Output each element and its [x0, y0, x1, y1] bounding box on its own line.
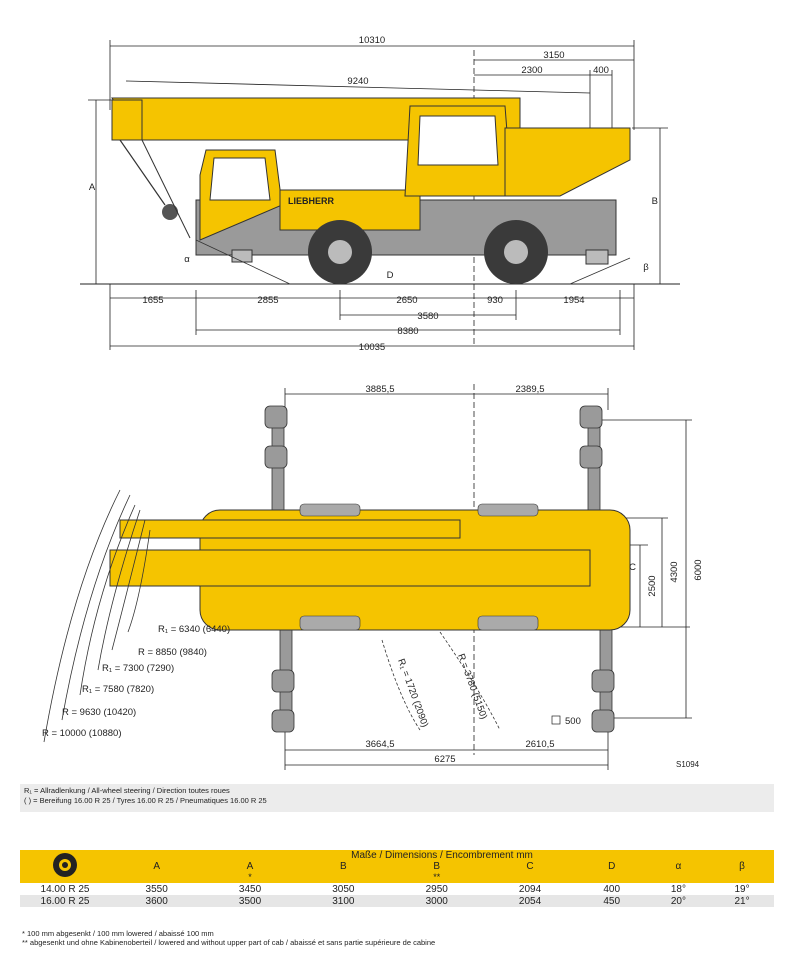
drawing-number: S1094 — [676, 760, 700, 769]
dim-2389: 2389,5 — [515, 384, 544, 395]
label-B: B — [652, 196, 658, 207]
label-beta: β — [643, 262, 649, 273]
dim-2650: 2650 — [396, 295, 417, 306]
col-header: A — [246, 861, 254, 872]
dim-2855: 2855 — [257, 295, 278, 306]
dim-boom-length: 9240 — [347, 76, 368, 87]
tyre-icon-cell — [20, 850, 110, 883]
table-row: 14.00 R 25 3550 3450 3050 2950 2094 400 … — [20, 883, 774, 895]
dim-6000: 6000 — [693, 559, 704, 580]
tyre-icon — [53, 853, 77, 877]
radius-r1-6340: R₁ = 6340 (6440) — [158, 624, 230, 635]
brand-label: LIEBHERR — [288, 196, 335, 206]
top-view-drawing: R₁ = 6340 (6440) R = 8850 (9840) R₁ = 73… — [42, 384, 704, 770]
dim-rear-overhang: 3150 — [543, 50, 564, 61]
dim-overall-length: 10310 — [359, 35, 385, 46]
dim-400: 400 — [593, 65, 609, 76]
dim-3580: 3580 — [417, 311, 438, 322]
radius-r1-7300: R₁ = 7300 (7290) — [102, 663, 174, 674]
dim-2610: 2610,5 — [525, 739, 554, 750]
label-D: D — [387, 270, 394, 281]
note-line: * 100 mm abgesenkt / 100 mm lowered / ab… — [22, 929, 214, 938]
dim-1655: 1655 — [142, 295, 163, 306]
dimensions-table: Maße / Dimensions / Encombrement mm A A*… — [20, 850, 774, 907]
radius-r-10000: R = 10000 (10880) — [42, 728, 122, 739]
label-A: A — [89, 182, 96, 193]
side-view-drawing: LIEBHERR 10310 9240 3150 2300 400 A B α … — [80, 35, 680, 353]
dim-6275: 6275 — [434, 754, 455, 765]
radius-r1-7580: R₁ = 7580 (7820) — [82, 684, 154, 695]
col-header: α — [675, 861, 682, 872]
dim-3664: 3664,5 — [365, 739, 394, 750]
col-header: A — [153, 861, 160, 872]
dim-4300: 4300 — [669, 561, 680, 582]
legend-line: R₁ = Allradlenkung / All-wheel steering … — [24, 786, 230, 795]
legend: R₁ = Allradlenkung / All-wheel steering … — [20, 784, 774, 812]
dim-slew-to-boom: 2300 — [521, 65, 542, 76]
dim-10035: 10035 — [359, 342, 385, 353]
radius-r-8850: R = 8850 (9840) — [138, 647, 207, 658]
legend-line: ( ) = Bereifung 16.00 R 25 / Tyres 16.00… — [24, 796, 267, 805]
label-C: C — [629, 562, 636, 573]
dim-2500: 2500 — [647, 575, 658, 596]
radius-r-3780: R = 3780 (5150) — [455, 652, 489, 721]
dim-500: 500 — [565, 716, 581, 727]
label-alpha: α — [184, 254, 190, 265]
col-header: B — [433, 861, 441, 872]
note-line: ** abgesenkt und ohne Kabinenoberteil / … — [22, 938, 436, 947]
col-header: D — [608, 861, 616, 872]
col-header: B — [340, 861, 347, 872]
table-row: 16.00 R 25 3600 3500 3100 3000 2054 450 … — [20, 895, 774, 907]
dim-930: 930 — [487, 295, 503, 306]
radius-r-9630: R = 9630 (10420) — [62, 707, 136, 718]
table-title: Maße / Dimensions / Encombrement mm — [110, 850, 774, 861]
table-notes: * 100 mm abgesenkt / 100 mm lowered / ab… — [22, 929, 435, 947]
col-header: C — [526, 861, 534, 872]
dim-8380: 8380 — [397, 326, 418, 337]
col-header: β — [739, 861, 745, 872]
dim-3885: 3885,5 — [365, 384, 394, 395]
dim-1954: 1954 — [563, 295, 584, 306]
